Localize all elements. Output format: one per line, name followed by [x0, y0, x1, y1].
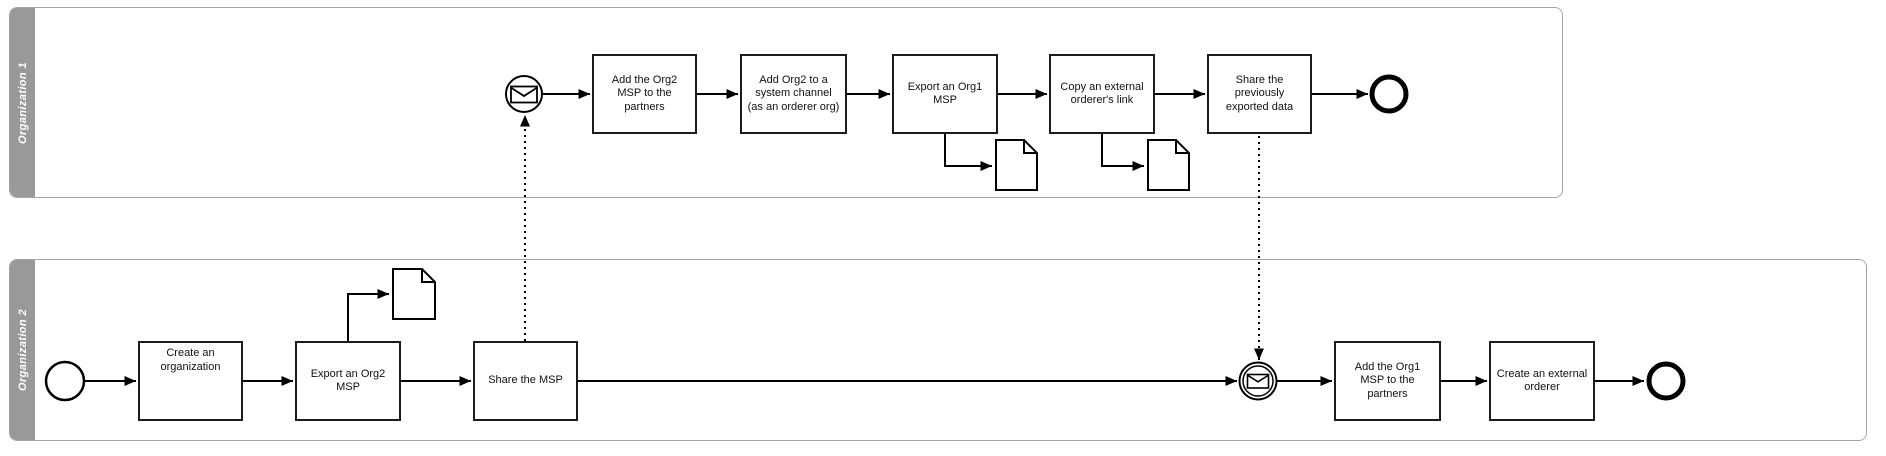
- lane-1-label-band[interactable]: Organization 1: [10, 8, 35, 197]
- envelope-icon: [510, 85, 538, 104]
- task-label: Export an Org2 MSP: [310, 367, 386, 394]
- task-label: Create an external orderer: [1496, 367, 1588, 394]
- task-copy-external-orderer-link[interactable]: Copy an external orderer's link: [1049, 54, 1155, 134]
- task-label: Add Org2 to a system channel (as an orde…: [747, 73, 840, 113]
- task-share-the-msp[interactable]: Share the MSP: [473, 341, 578, 421]
- document-icon[interactable]: [1147, 139, 1190, 191]
- task-add-org2-msp-partners[interactable]: Add the Org2 MSP to the partners: [592, 54, 697, 134]
- task-label: Create an organization: [160, 347, 221, 373]
- task-create-external-orderer[interactable]: Create an external orderer: [1489, 341, 1595, 421]
- message-start-event[interactable]: [505, 75, 543, 113]
- task-share-exported-data[interactable]: Share the previously exported data: [1207, 54, 1312, 134]
- start-event[interactable]: [44, 360, 86, 402]
- document-icon[interactable]: [392, 268, 436, 320]
- task-label: Copy an external orderer's link: [1060, 80, 1144, 107]
- end-event[interactable]: [1646, 361, 1686, 401]
- task-create-organization[interactable]: Create an organization: [138, 341, 243, 421]
- task-export-org1-msp[interactable]: Export an Org1 MSP: [892, 54, 998, 134]
- message-catch-event[interactable]: [1238, 361, 1278, 401]
- envelope-icon: [1246, 373, 1270, 389]
- task-label: Share the previously exported data: [1225, 73, 1294, 113]
- task-label: Add the Org2 MSP to the partners: [611, 73, 678, 113]
- task-label: Add the Org1 MSP to the partners: [1354, 360, 1421, 400]
- data-association[interactable]: [1101, 134, 1144, 171]
- end-event[interactable]: [1369, 74, 1409, 114]
- task-add-org1-msp-partners[interactable]: Add the Org1 MSP to the partners: [1334, 341, 1441, 421]
- lane-2-label-band[interactable]: Organization 2: [10, 260, 35, 440]
- task-label: Share the MSP: [488, 374, 563, 387]
- data-association[interactable]: [944, 134, 992, 171]
- task-label: Export an Org1 MSP: [907, 80, 983, 107]
- data-association[interactable]: [347, 289, 389, 342]
- task-add-org2-system-channel[interactable]: Add Org2 to a system channel (as an orde…: [740, 54, 847, 134]
- document-icon[interactable]: [995, 139, 1038, 191]
- task-export-org2-msp[interactable]: Export an Org2 MSP: [295, 341, 401, 421]
